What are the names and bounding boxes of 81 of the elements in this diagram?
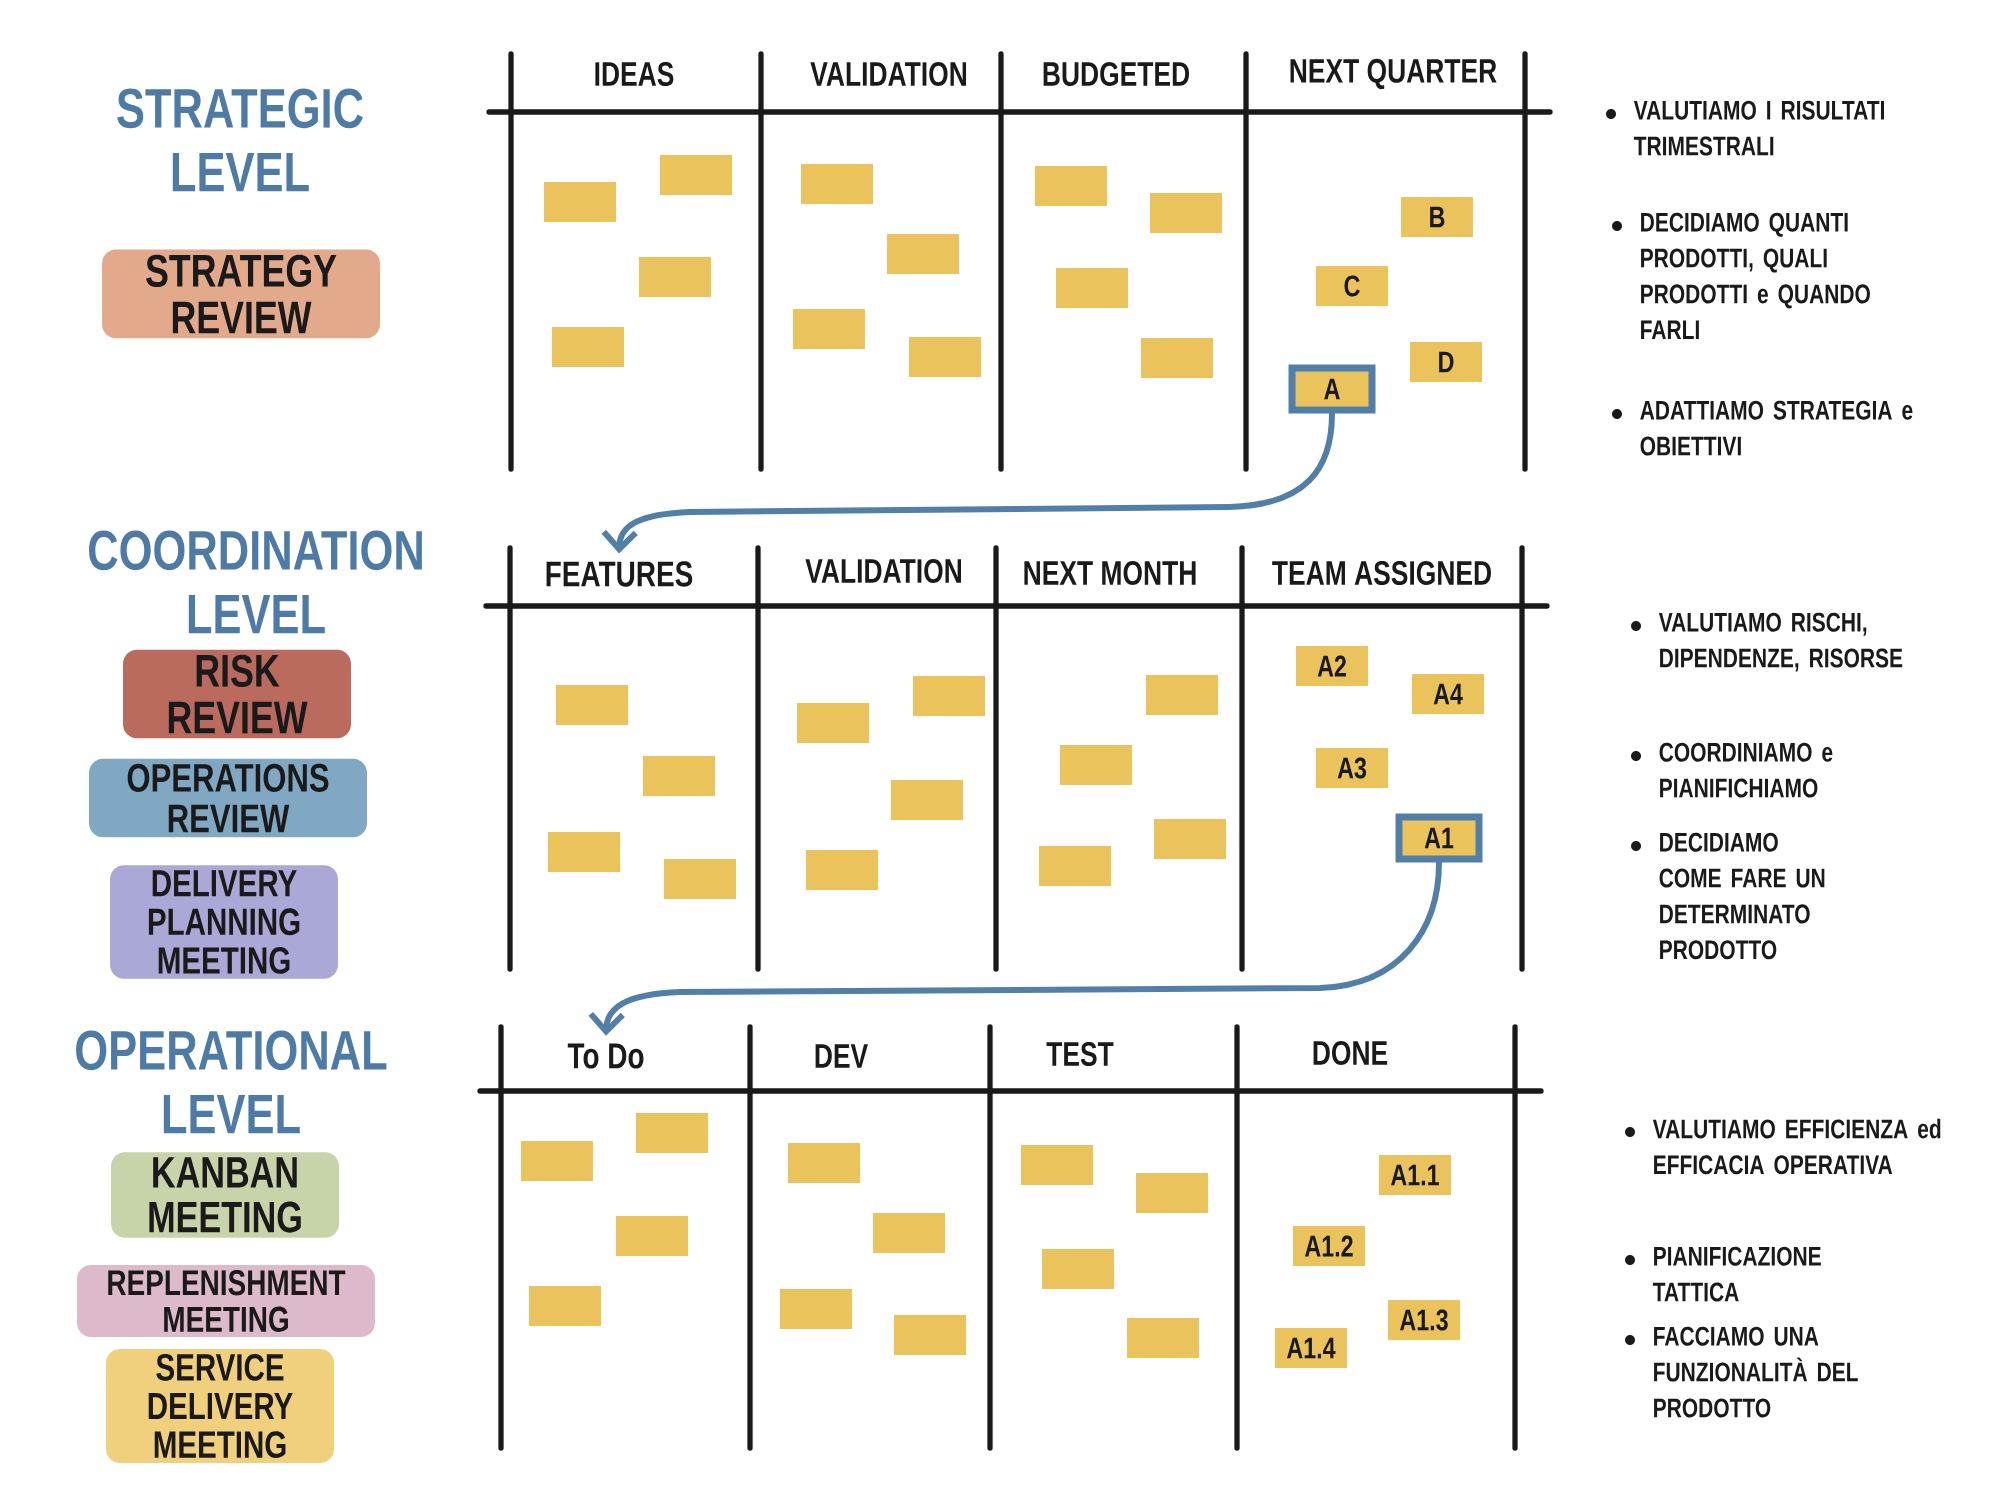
sticky-note xyxy=(660,155,732,195)
sticky-note xyxy=(616,1216,688,1256)
sticky-note xyxy=(552,327,624,367)
sticky-note xyxy=(1056,268,1128,308)
sticky-note xyxy=(788,1143,860,1183)
sticky-note xyxy=(544,182,616,222)
note-text: ADATTIAMO STRATEGIA e OBIETTIVI xyxy=(1640,400,1913,456)
arrow xyxy=(601,410,1335,554)
sticky-note: C xyxy=(1316,266,1388,306)
sticky-note xyxy=(913,676,985,716)
note-text: COORDINIAMO e PIANIFICHIAMO xyxy=(1659,742,1833,798)
sticky-note xyxy=(801,164,873,204)
note-text: VALUTIAMO I RISULTATI TRIMESTRALI xyxy=(1633,100,1884,156)
sticky-note: A1 xyxy=(1395,813,1483,863)
sticky-note xyxy=(806,850,878,890)
column-header: IDEAS xyxy=(595,62,674,86)
sticky-note xyxy=(639,257,711,297)
column-header: BUDGETED xyxy=(1043,62,1190,86)
sticky-note xyxy=(797,703,869,743)
sticky-note xyxy=(1136,1173,1208,1213)
column-header: VALIDATION xyxy=(810,62,967,86)
sticky-note xyxy=(529,1286,601,1326)
sticky-note: A xyxy=(1288,364,1376,414)
sticky-note: A4 xyxy=(1412,674,1484,714)
sticky-note: B xyxy=(1401,197,1473,237)
sticky-note xyxy=(793,309,865,349)
sticky-note xyxy=(873,1213,945,1253)
arrow xyxy=(588,859,1442,1036)
sticky-note: A2 xyxy=(1296,646,1368,686)
meeting-tag: STRATEGY REVIEW xyxy=(102,249,380,339)
sticky-note xyxy=(1039,846,1111,886)
sticky-note xyxy=(891,780,963,820)
sticky-note: A1.2 xyxy=(1293,1226,1365,1266)
sticky-note xyxy=(894,1315,966,1355)
sticky-note xyxy=(548,832,620,872)
note-text: FACCIAMO UNA FUNZIONALITÀ DEL PRODOTTO xyxy=(1654,1326,1858,1418)
note-text: DECIDIAMO COME FARE UN DETERMINATO PRODOTTO xyxy=(1659,832,1825,960)
sticky-note xyxy=(636,1113,708,1153)
column-header: To Do xyxy=(567,1043,644,1069)
column-header: FEATURES xyxy=(546,561,693,587)
sticky-note xyxy=(1154,819,1226,859)
meeting-tag: REPLENISHMENT MEETING xyxy=(77,1265,375,1337)
sticky-note xyxy=(1141,338,1213,378)
column-header: NEXT MONTH xyxy=(1024,561,1196,585)
sticky-note xyxy=(1150,193,1222,233)
level-heading: OPERATIONAL LEVEL xyxy=(76,1030,387,1134)
sticky-note xyxy=(1146,675,1218,715)
column-header: NEXT QUARTER xyxy=(1290,58,1497,90)
sticky-note xyxy=(1035,166,1107,206)
column-header: TEAM ASSIGNED xyxy=(1272,561,1491,585)
sticky-note xyxy=(643,756,715,796)
meeting-tag: RISK REVIEW xyxy=(123,649,351,739)
sticky-note xyxy=(909,337,981,377)
sticky-note xyxy=(521,1141,593,1181)
level-heading: COORDINATION LEVEL xyxy=(89,530,422,634)
sticky-note xyxy=(887,234,959,274)
sticky-note xyxy=(1127,1318,1199,1358)
sticky-note xyxy=(556,685,628,725)
note-text: PIANIFICAZIONE TATTICA xyxy=(1652,1246,1821,1302)
note-text: VALUTIAMO EFFICIENZA ed EFFICACIA OPERATIVA xyxy=(1652,1118,1941,1175)
sticky-note xyxy=(664,859,736,899)
sticky-note xyxy=(1042,1249,1114,1289)
sticky-note: D xyxy=(1410,342,1482,382)
sticky-note xyxy=(780,1289,852,1329)
level-heading: STRATEGIC LEVEL xyxy=(117,88,363,192)
column-header: VALIDATION xyxy=(805,559,962,583)
note-text: DECIDIAMO QUANTI PRODOTTI, QUALI PRODOTTI e QUANDO FARLI xyxy=(1641,212,1870,339)
meeting-tag: OPERATIONS REVIEW xyxy=(89,758,367,838)
sticky-note: A1.1 xyxy=(1379,1155,1451,1195)
column-header: DONE xyxy=(1313,1041,1388,1065)
meeting-tag: KANBAN MEETING xyxy=(111,1152,339,1238)
column-header: TEST xyxy=(1046,1042,1114,1066)
note-text: VALUTIAMO RISCHI, DIPENDENZE, RISORSE xyxy=(1658,612,1903,672)
column-header: DEV xyxy=(815,1044,868,1068)
meeting-tag: DELIVERY PLANNING MEETING xyxy=(110,865,338,979)
meeting-tag: SERVICE DELIVERY MEETING xyxy=(106,1349,334,1463)
sticky-note xyxy=(1021,1145,1093,1185)
sticky-note: A1.3 xyxy=(1388,1300,1460,1340)
sticky-note: A1.4 xyxy=(1275,1328,1347,1368)
sticky-note xyxy=(1060,745,1132,785)
sticky-note: A3 xyxy=(1316,748,1388,788)
